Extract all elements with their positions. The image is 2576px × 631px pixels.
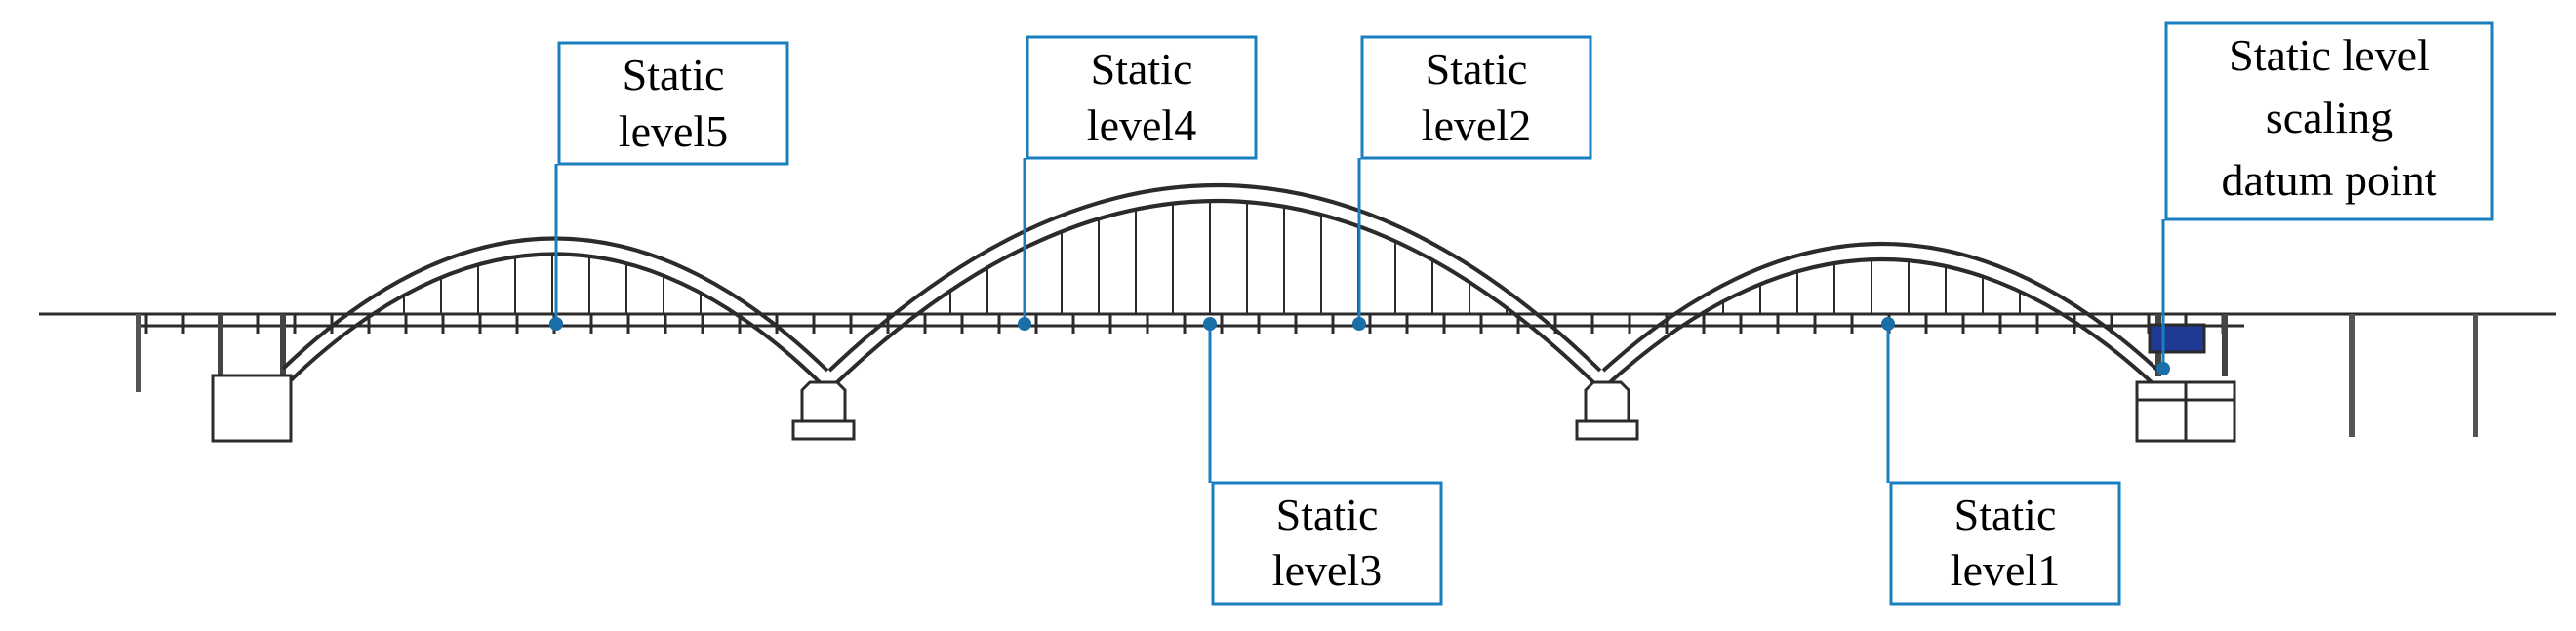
label-level2-line1: Static bbox=[1426, 44, 1528, 94]
label-box-level3 bbox=[1211, 481, 1443, 606]
label-box-level1 bbox=[1889, 481, 2121, 606]
label-box-level5 bbox=[557, 41, 789, 166]
label-datum-line3: datum point bbox=[2221, 155, 2436, 205]
label-datum-line1: Static level bbox=[2229, 30, 2430, 80]
label-level3-line1: Static bbox=[1276, 490, 1379, 539]
label-box-level4 bbox=[1026, 35, 1258, 160]
sensor-dot-datum bbox=[2156, 362, 2170, 375]
datum-reference-box bbox=[2148, 323, 2206, 354]
label-level3-line2: level3 bbox=[1272, 545, 1382, 595]
label-texts: Static level5 Static level4 Static level… bbox=[619, 30, 2437, 595]
sensor-dot-level3 bbox=[1203, 317, 1217, 331]
label-level1-line1: Static bbox=[1954, 490, 2057, 539]
sensor-dot-level2 bbox=[1352, 317, 1366, 331]
label-boxes bbox=[557, 21, 2494, 606]
label-box-datum bbox=[2164, 21, 2494, 221]
sensor-dot-level5 bbox=[549, 317, 563, 331]
label-level5-line1: Static bbox=[623, 50, 725, 99]
label-level4-line1: Static bbox=[1091, 44, 1193, 94]
bridge-foundations bbox=[211, 374, 2236, 443]
deck-girder-ticks bbox=[144, 314, 2225, 334]
label-level5-line2: level5 bbox=[619, 106, 728, 156]
label-level2-line2: level2 bbox=[1422, 100, 1531, 150]
sensor-points bbox=[549, 317, 2170, 375]
sensor-dot-level4 bbox=[1018, 317, 1031, 331]
label-box-level2 bbox=[1360, 35, 1592, 160]
label-datum-line2: scaling bbox=[2266, 93, 2393, 142]
label-level4-line2: level4 bbox=[1087, 100, 1196, 150]
sensor-dot-level1 bbox=[1881, 317, 1895, 331]
arch-hangers bbox=[403, 201, 2058, 314]
leader-lines bbox=[554, 158, 2165, 483]
arch-ribs bbox=[281, 183, 2160, 384]
approach-piers bbox=[136, 314, 2478, 437]
label-level1-line2: level1 bbox=[1951, 545, 2060, 595]
